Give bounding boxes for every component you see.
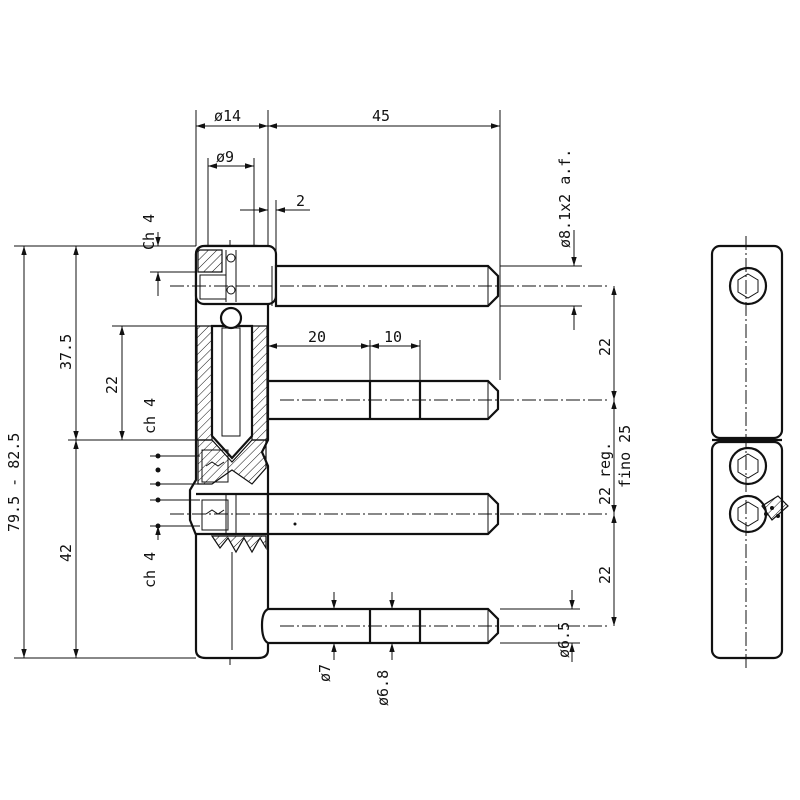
dim-45: 45 (372, 107, 390, 125)
bottom-thread-hatch (210, 535, 267, 554)
dim-d68: ø6.8 (374, 670, 392, 706)
dim-d9: ø9 (216, 148, 234, 166)
dim-42: 42 (57, 544, 75, 562)
dim-ch4-top: Ch 4 (140, 214, 158, 250)
screw-thread-mark (205, 509, 225, 515)
side-view-lower-leaf (710, 440, 784, 660)
dim-d65: ø6.5 (555, 622, 573, 658)
dim-d81: ø8.1x2 a.f. (556, 149, 574, 248)
hex-screw-middle (728, 446, 768, 486)
dim-79: 79.5 - 82.5 (5, 433, 23, 532)
dim-fino-25: fino 25 (616, 425, 634, 488)
lower-grub-screw (201, 499, 229, 531)
dim-22-left: 22 (103, 376, 121, 394)
upper-sleeve-bore (210, 324, 254, 460)
hex-screw-lower (728, 494, 789, 534)
screw-thread-mark (205, 461, 225, 467)
middle-grub-screw (201, 449, 229, 483)
upper-sleeve-wall-left (196, 325, 213, 441)
front-view (170, 240, 610, 665)
upper-sleeve-wall-right (251, 325, 268, 441)
dim-375: 37.5 (57, 334, 75, 370)
hex-screw-top (728, 266, 768, 306)
dim-point (155, 467, 161, 473)
middle-cone-hatch (197, 439, 267, 485)
top-knuckle-hatch (197, 249, 223, 273)
bearing-ball (219, 306, 243, 330)
dim-2: 2 (296, 192, 305, 210)
dim-22-bottom: 22 (596, 566, 614, 584)
dimension-lines: ø14 45 ø9 2 ø8.1x2 a.f. Ch 4 79.5 - 82.5… (5, 107, 634, 706)
dim-ch4-mid: ch 4 (141, 398, 159, 434)
dim-10: 10 (384, 328, 402, 346)
dim-d14: ø14 (214, 107, 241, 125)
dim-22-top: 22 (596, 338, 614, 356)
dim-22-reg-text: reg. (596, 442, 614, 478)
side-view (710, 236, 789, 668)
knuckle-ball (226, 253, 236, 263)
dim-d7: ø7 (316, 664, 334, 682)
dim-22-reg-value: 22 (596, 487, 614, 505)
dim-20: 20 (308, 328, 326, 346)
dim-ch4-bottom: ch 4 (141, 552, 159, 588)
pin-3-mark (293, 522, 297, 526)
